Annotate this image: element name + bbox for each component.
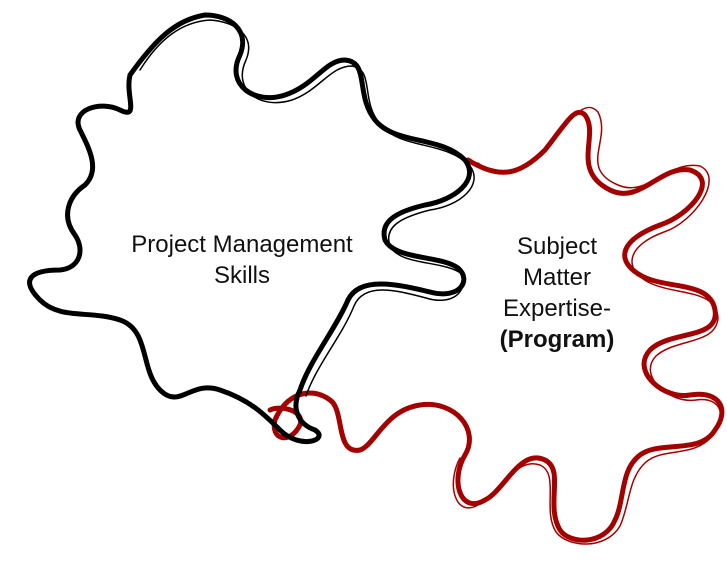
subject-matter-line-1: Subject xyxy=(516,233,598,260)
subject-matter-puzzle-piece xyxy=(267,106,725,545)
subject-matter-line-3: Expertise- xyxy=(502,295,612,322)
black-piece-outline-main xyxy=(27,12,472,445)
subject-matter-line-2: Matter xyxy=(522,264,591,291)
red-piece-outline-echo xyxy=(452,106,722,545)
project-management-line-1: Project Management xyxy=(131,231,353,258)
project-management-puzzle-piece xyxy=(27,12,475,445)
project-management-line-2: Skills xyxy=(213,262,270,289)
subject-matter-program-line: (Program) xyxy=(499,326,615,353)
black-piece-outline-echo xyxy=(139,19,475,397)
project-management-label: Project Management Skills xyxy=(92,229,392,291)
subject-matter-label: Subject Matter Expertise- (Program) xyxy=(472,231,642,355)
